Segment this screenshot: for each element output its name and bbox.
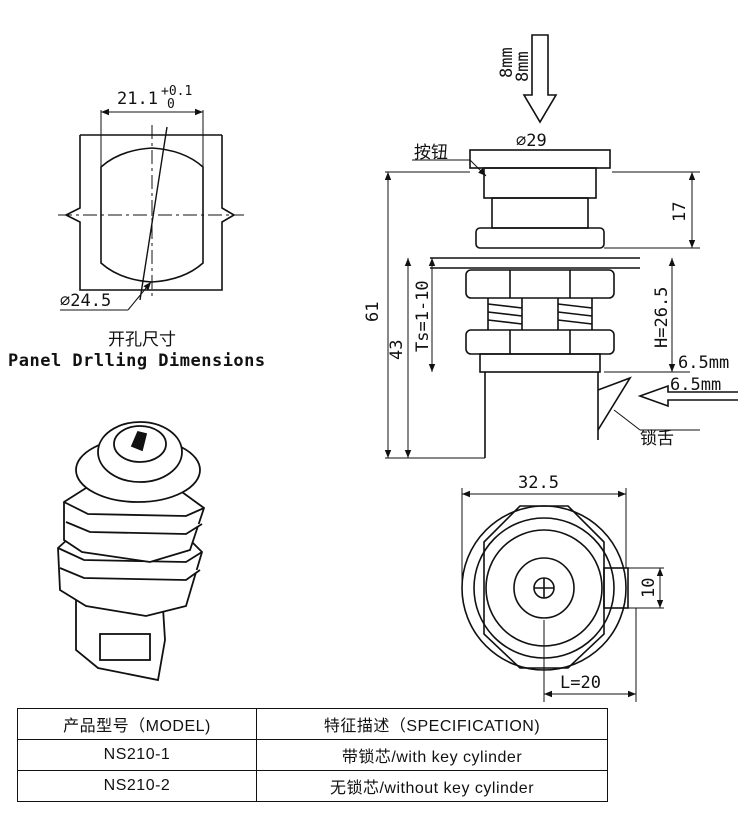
table-row: NS210-1 带锁芯/with key cylinder [17,739,608,771]
drilling-caption-en: Panel Drlling Dimensions [8,351,266,371]
spec-table: 产品型号（MODEL) 特征描述（SPECIFICATION) NS210-1 … [17,708,608,802]
spec-cell: 无锁芯/without key cylinder [256,770,608,802]
tongue-label: 锁舌 [640,429,674,449]
panel-drilling-view [58,108,244,311]
front-view [461,488,664,702]
table-row: NS210-2 无锁芯/without key cylinder [17,770,608,802]
button-diameter: ⌀29 [516,131,547,151]
thickness-range: Ts=1-10 [413,280,433,352]
tolerance-upper: +0.1 [161,84,192,99]
tongue-length-dimension: L=20 [560,673,601,693]
height-dimension: H=26.5 [652,287,672,348]
button-label: 按钮 [414,143,448,163]
dimension-17: 17 [670,202,690,222]
travel-label-b: 6.5mm [670,375,721,395]
side-view [384,34,738,459]
travel-label-a: 6.5mm [678,353,729,373]
model-column-header: 产品型号（MODEL) [17,708,257,740]
table-header-row: 产品型号（MODEL) 特征描述（SPECIFICATION) [17,708,608,740]
dimension-43: 43 [387,340,407,360]
model-cell: NS210-1 [17,739,257,771]
dimension-61: 61 [363,302,383,322]
tolerance-lower: 0 [167,97,175,112]
tongue-width-dimension: 10 [639,578,659,598]
spec-cell: 带锁芯/with key cylinder [256,739,608,771]
product-3d-view [57,421,206,682]
spec-column-header: 特征描述（SPECIFICATION) [256,708,608,740]
model-cell: NS210-2 [17,770,257,802]
width-dimension: 21.1 [117,89,158,109]
drilling-caption-cn: 开孔尺寸 [108,330,176,350]
push-force-label-b: 8mm [513,51,533,82]
front-width-dimension: 32.5 [518,473,559,493]
hole-diameter-dimension: ⌀24.5 [60,291,111,311]
push-force-label-a: 8mm [497,47,517,78]
